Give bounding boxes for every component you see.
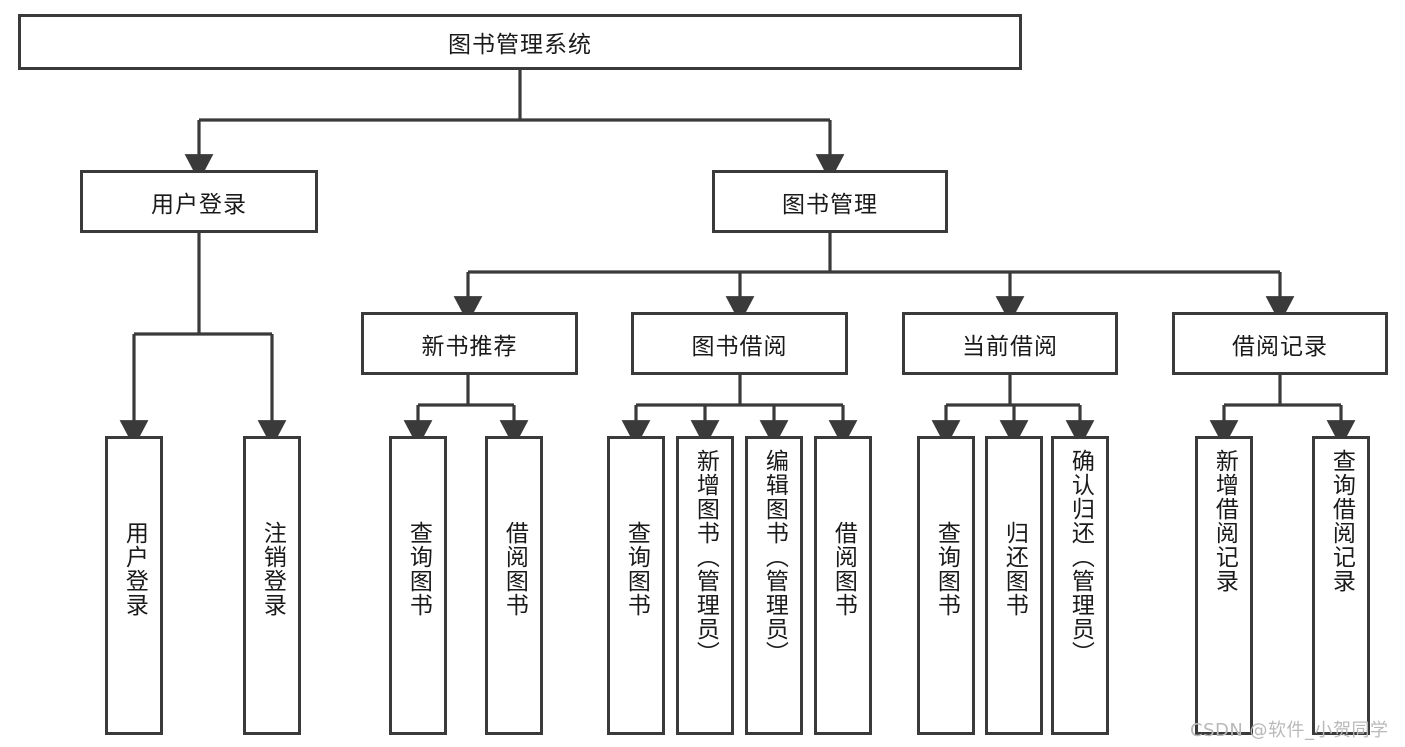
leaf-borrow-add-book-admin[interactable]: 新增图书（管理员）	[676, 436, 734, 735]
node-label: 借阅记录	[1232, 333, 1328, 360]
node-label: 当前借阅	[962, 333, 1058, 360]
node-label: 图书借阅	[691, 333, 788, 360]
node-label: 用户登录	[121, 521, 148, 617]
node-label: 新增图书（管理员）	[692, 449, 719, 665]
node-current-borrow[interactable]: 当前借阅	[902, 312, 1118, 375]
node-label: 图书管理	[782, 191, 878, 218]
node-label: 确认归还（管理员）	[1067, 449, 1094, 665]
node-label: 编辑图书（管理员）	[761, 449, 788, 665]
leaf-user-login[interactable]: 用户登录	[105, 436, 163, 735]
leaf-record-add-borrow-record[interactable]: 新增借阅记录	[1195, 436, 1253, 735]
leaf-current-query-books[interactable]: 查询图书	[917, 436, 975, 735]
node-new-book-recommend[interactable]: 新书推荐	[361, 312, 578, 375]
leaf-recommend-borrow-books[interactable]: 借阅图书	[485, 436, 543, 735]
node-label: 新增借阅记录	[1211, 449, 1238, 593]
node-label: 查询图书	[405, 521, 432, 617]
leaf-borrow-borrow-books[interactable]: 借阅图书	[814, 436, 872, 735]
node-label: 归还图书	[1001, 521, 1028, 617]
node-label: 查询图书	[933, 521, 960, 617]
node-borrow-record[interactable]: 借阅记录	[1172, 312, 1388, 375]
node-label: 借阅图书	[501, 521, 528, 617]
node-label: 图书管理系统	[448, 32, 592, 58]
node-label: 注销登录	[259, 521, 286, 617]
node-label: 查询借阅记录	[1328, 449, 1355, 593]
node-label: 用户登录	[151, 191, 247, 218]
leaf-current-return-books[interactable]: 归还图书	[985, 436, 1043, 735]
node-book-management[interactable]: 图书管理	[712, 170, 948, 233]
watermark-text: CSDN @软件_小贺同学	[1190, 720, 1389, 741]
node-label: 新书推荐	[421, 333, 518, 360]
node-user-login[interactable]: 用户登录	[80, 170, 318, 233]
leaf-borrow-query-books[interactable]: 查询图书	[607, 436, 665, 735]
leaf-recommend-query-books[interactable]: 查询图书	[389, 436, 447, 735]
node-label: 借阅图书	[830, 521, 857, 617]
leaf-record-query-borrow-record[interactable]: 查询借阅记录	[1312, 436, 1370, 735]
node-book-borrow[interactable]: 图书借阅	[631, 312, 848, 375]
csdn-watermark: CSDN @软件_小贺同学	[1190, 716, 1389, 742]
leaf-borrow-edit-book-admin[interactable]: 编辑图书（管理员）	[745, 436, 803, 735]
leaf-user-logout[interactable]: 注销登录	[243, 436, 301, 735]
leaf-current-confirm-return-admin[interactable]: 确认归还（管理员）	[1051, 436, 1109, 735]
node-label: 查询图书	[623, 521, 650, 617]
node-root-book-management-system[interactable]: 图书管理系统	[18, 14, 1022, 70]
